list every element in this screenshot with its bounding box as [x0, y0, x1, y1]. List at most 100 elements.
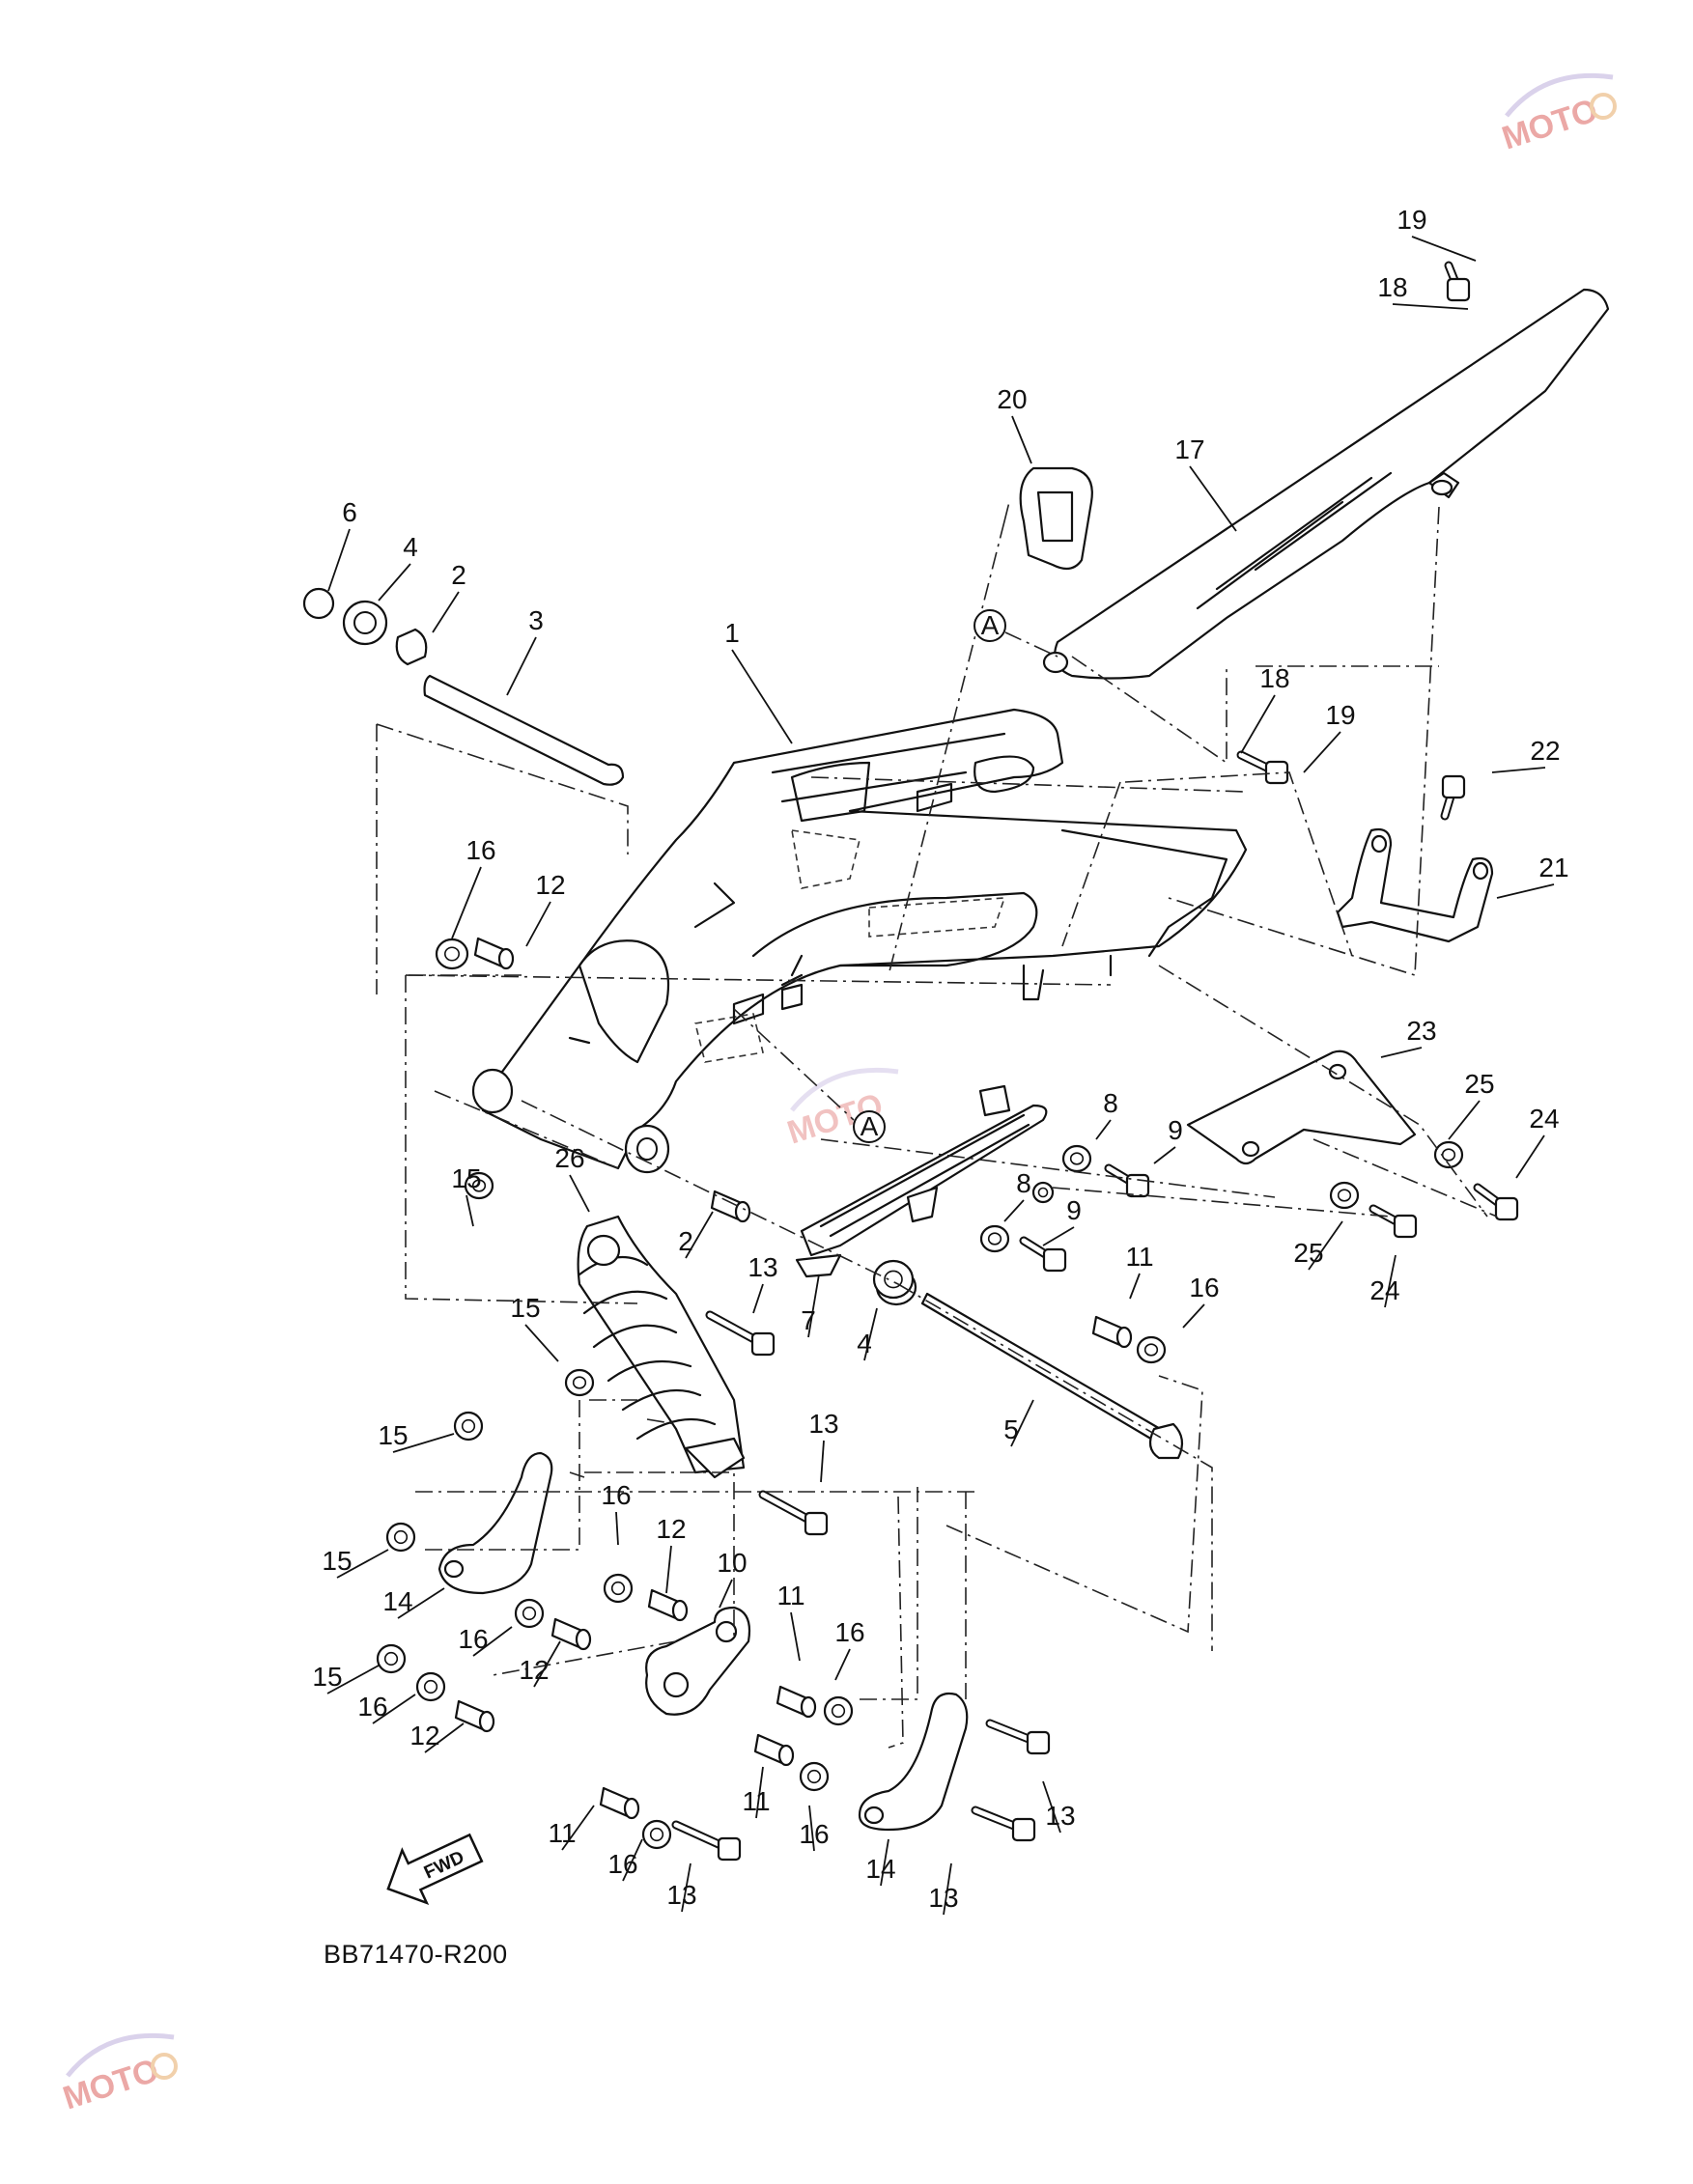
callout-label: 16: [466, 835, 495, 865]
callout-leader: [665, 1545, 672, 1594]
callout-leader: [731, 649, 793, 744]
callout-label: 14: [865, 1854, 895, 1884]
callout-leader: [863, 1307, 878, 1361]
callout-label: 5: [1003, 1414, 1019, 1444]
callout-leader: [525, 901, 551, 947]
washer-hole-icon: [806, 1769, 822, 1784]
bolt-head-icon: [717, 1836, 742, 1862]
washer-hole-icon: [1337, 1189, 1352, 1202]
washer-hole-icon: [987, 1232, 1002, 1246]
assembly-lines: [376, 501, 1498, 1749]
chain-guide-part-7: [795, 1084, 1048, 1278]
svg-text:MOTO: MOTO: [59, 2052, 163, 2116]
washer-hole-icon: [1143, 1343, 1159, 1357]
callout-label: 8: [1016, 1168, 1031, 1198]
watermark-logo-bottom: MOTO: [59, 2032, 178, 2117]
callout-leader: [432, 591, 460, 633]
callout-label: 3: [528, 605, 544, 635]
bolt-head-icon: [1393, 1214, 1418, 1239]
callout-label: 13: [666, 1880, 696, 1910]
washer-icon: [385, 1522, 416, 1553]
callout-label: 15: [322, 1546, 352, 1576]
reference-mark-a-upper: A: [973, 609, 1058, 658]
washer-icon: [514, 1598, 545, 1629]
callout-label: 24: [1369, 1275, 1399, 1305]
callout-leader: [336, 1549, 389, 1579]
callout-label: 10: [717, 1548, 747, 1578]
callout-label: 12: [535, 870, 565, 900]
hardware-parts: [376, 261, 1519, 1862]
collar-end-icon: [478, 1710, 495, 1733]
callout-label: 20: [997, 384, 1027, 414]
callout-leader: [622, 1838, 643, 1882]
callout-label: 19: [1325, 700, 1355, 730]
callout-label: 19: [1397, 205, 1426, 235]
washer-hole-icon: [423, 1679, 438, 1694]
washer-icon: [979, 1224, 1010, 1253]
washer-icon: [564, 1368, 595, 1397]
callout-leader: [1042, 1780, 1061, 1834]
pivot-parts-left: [302, 587, 625, 786]
callout-label: 14: [382, 1586, 412, 1616]
washer-icon: [1031, 1181, 1055, 1204]
washer-hole-icon: [383, 1651, 399, 1666]
callout-label: 16: [799, 1819, 829, 1849]
reference-mark-a-lower: A: [733, 1008, 886, 1143]
callout-leader: [1240, 694, 1276, 754]
svg-text:MOTO: MOTO: [1498, 92, 1602, 156]
callout-label: 22: [1530, 736, 1560, 766]
callout-leader: [1042, 1226, 1075, 1246]
callout-leader: [1129, 1273, 1141, 1300]
washer-icon: [603, 1573, 634, 1604]
callout-label: 6: [342, 497, 357, 527]
bracket-part-21: [1336, 827, 1494, 943]
collar-end-icon: [800, 1695, 817, 1719]
callout-label: 16: [458, 1624, 488, 1654]
callout-label: 16: [357, 1692, 387, 1722]
bolt-head-icon: [1441, 774, 1466, 799]
callout-leader: [561, 1805, 595, 1851]
collar-end-icon: [497, 947, 515, 970]
callout-label: 16: [1189, 1273, 1219, 1302]
callout-label: 26: [554, 1143, 584, 1173]
washer-icon: [1061, 1144, 1092, 1173]
callout-leader: [1153, 1146, 1176, 1164]
callout-label: 23: [1406, 1016, 1436, 1046]
callout-leader: [466, 1194, 474, 1227]
callout-leader: [820, 1440, 825, 1483]
callout-leader: [807, 1274, 820, 1338]
washer-hole-icon: [443, 946, 460, 962]
callout-label: 8: [1103, 1088, 1118, 1118]
callout-label: 2: [678, 1226, 693, 1256]
callout-label: 7: [801, 1305, 816, 1335]
washer-icon: [376, 1643, 407, 1674]
swingarm-part-1: [471, 708, 1248, 1174]
callout-leader: [834, 1648, 851, 1681]
bolt-head-icon: [1026, 1730, 1051, 1755]
bolt-head-icon: [1042, 1247, 1067, 1273]
callout-label: 12: [409, 1721, 439, 1750]
callout-leader: [451, 866, 482, 939]
rear-shock-part-26: [577, 1215, 746, 1479]
washer-icon: [1433, 1140, 1464, 1169]
collar-end-icon: [777, 1744, 795, 1767]
callout-label: 9: [1168, 1115, 1183, 1145]
relay-arm-part-10: [645, 1606, 751, 1716]
collar-end-icon: [734, 1200, 751, 1223]
callout-label: 18: [1377, 272, 1407, 302]
callout-leader: [1095, 1119, 1112, 1140]
callout-label: 15: [312, 1662, 342, 1692]
callout-label: 16: [607, 1849, 637, 1879]
washer-hole-icon: [471, 1179, 487, 1192]
callout-label: 1: [724, 618, 740, 648]
callout-label: 13: [748, 1252, 777, 1282]
callout-leader: [880, 1838, 889, 1887]
callout-label: 18: [1259, 663, 1289, 693]
collar-end-icon: [1115, 1326, 1133, 1349]
bolt-head-icon: [750, 1331, 776, 1357]
callout-leader: [755, 1766, 764, 1819]
svg-text:A: A: [981, 610, 1000, 640]
callout-leader: [506, 636, 537, 696]
rubber-part-20: [1019, 466, 1093, 571]
